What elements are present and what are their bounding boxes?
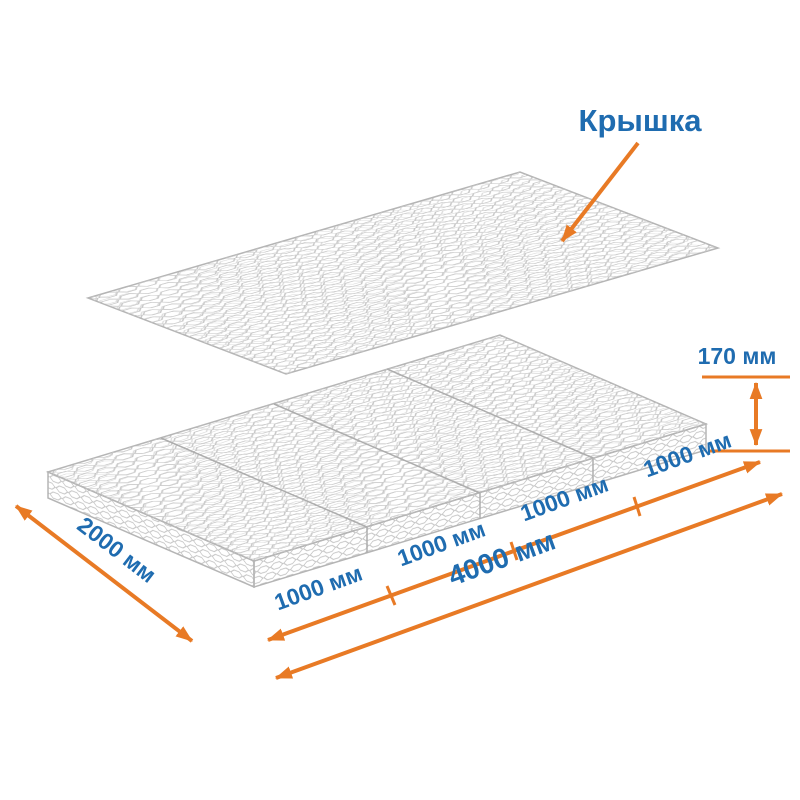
lid-callout: Крышка (560, 103, 703, 243)
lid-label: Крышка (579, 103, 703, 138)
total-length-arrow (275, 492, 783, 680)
width-dimension-arrow (14, 504, 194, 643)
diaphragm-line (386, 368, 594, 459)
height-dimension-label: 170 мм (698, 343, 777, 369)
mattress-body (45, 334, 709, 589)
lid-mesh-panel (85, 171, 721, 375)
lid-callout-arrow (560, 141, 640, 243)
height-dimension: 170 мм (698, 343, 790, 453)
